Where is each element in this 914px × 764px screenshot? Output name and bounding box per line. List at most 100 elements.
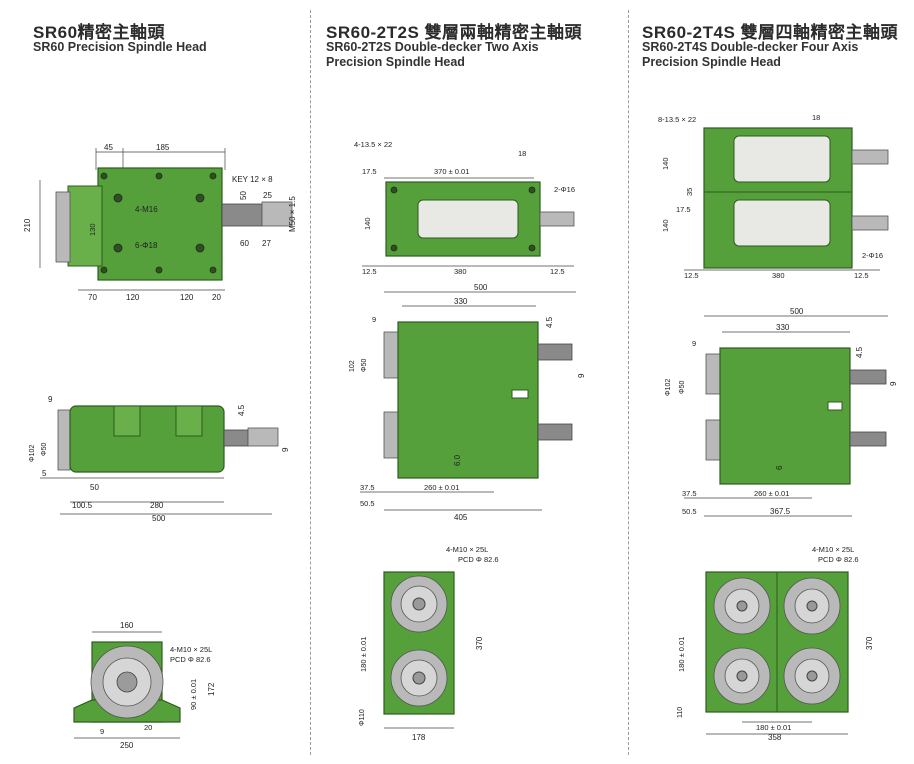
sr60-dim-6phi18: 6-Φ18 [135,241,158,250]
2t4s-side-9r: 9 [889,381,898,386]
sr60-side-9: 9 [48,395,53,404]
sr60-end-20: 20 [144,723,152,732]
2t4s-side-375: 37.5 [682,489,697,498]
2t2s-side-330: 330 [454,297,468,306]
sr60-top-view: 45 185 210 130 KEY 12 × 8 4-M16 6-Φ18 50… [23,143,297,302]
2t2s-end-110: Φ110 [359,709,366,726]
2t2s-side-102: 102 [349,360,356,372]
sr60-side-1005: 100.5 [72,501,93,510]
2t2s-top-370: 370 ± 0.01 [434,167,469,176]
2t2s-end-370: 370 [475,636,484,650]
title-zh-2t2s: SR60-2T2S 雙層兩軸精密主軸頭 [326,23,583,42]
2t4s-side-260: 260 ± 0.01 [754,489,789,498]
2t4s-side-phi102: Φ102 [665,379,672,396]
2t4s-end-m10: 4-M10 × 25L [812,545,854,554]
2t2s-top-18: 18 [518,149,526,158]
sr60-side-phi50: Φ50 [41,443,48,456]
2t4s-top-125b: 12.5 [854,271,869,280]
2t4s-top-18: 18 [812,113,820,122]
title-zh-2t4s: SR60-2T4S 雙層四軸精密主軸頭 [642,23,899,42]
2t4s-top-2phi16: 2-Φ16 [862,251,883,260]
2t4s-end-view: 4-M10 × 25L PCD Φ 82.6 180 ± 0.01 370 11… [677,545,874,740]
2t4s-side-6: 6 [775,465,784,470]
2t2s-end-view: 4-M10 × 25L PCD Φ 82.6 180 ± 0.01 370 Φ1… [359,545,499,740]
2t2s-end-178: 178 [412,733,426,740]
2t4s-top-813: 8-13.5 × 22 [658,115,696,124]
sr60-dim-m50: M50 × 1.5 [288,196,297,232]
sr60-dim-70: 70 [88,293,97,302]
2t4s-side-330: 330 [776,323,790,332]
sr60-end-250: 250 [120,741,134,750]
title-en-2t2s-2: Precision Spindle Head [326,55,465,69]
2t4s-top-35: 35 [685,188,694,196]
2t4s-end-358: 358 [768,733,782,740]
2t2s-side-60: 6.0 [453,454,462,466]
2t4s-end-370: 370 [865,636,874,650]
2t4s-end-180v: 180 ± 0.01 [677,637,686,672]
2t4s-side-500: 500 [790,307,804,316]
2t4s-end-110: 110 [677,707,684,718]
title-en-2t2s-1: SR60-2T2S Double-decker Two Axis [326,40,539,54]
sr60-dim-25: 25 [263,191,272,200]
sr60-dim-4m16: 4-M16 [135,205,158,214]
2t4s-side-view: 500 330 9 4.5 Φ102 Φ50 9 6 37.5 260 ± 0.… [665,307,898,517]
2t4s-top-view: 8-13.5 × 22 18 140 35 17.5 140 2-Φ16 12.… [658,113,889,280]
sr60-end-view: 160 4-M10 × 25L PCD Φ 82.6 172 90 ± 0.01… [73,621,216,750]
2t2s-end-pcd: PCD Φ 82.6 [458,555,499,564]
2t2s-top-125b: 12.5 [550,267,565,276]
sr60-end-m10: 4-M10 × 25L [170,645,212,654]
2t2s-end-m10: 4-M10 × 25L [446,545,488,554]
sr60-dim-130: 130 [88,223,97,236]
sr60-dim-20: 20 [212,293,221,302]
sr60-dim-50: 50 [239,191,248,200]
divider-1 [310,10,311,755]
sr60-dim-27: 27 [262,239,271,248]
column-sr60: SR60精密主軸頭 SR60 Precision Spindle Head 45… [0,0,300,764]
sr60-end-90: 90 ± 0.01 [189,679,198,710]
2t2s-side-500: 500 [474,283,488,292]
2t4s-top-125a: 12.5 [684,271,699,280]
2t2s-side-505: 50.5 [360,499,375,508]
column-sr60-2t2s: SR60-2T2S 雙層兩軸精密主軸頭 SR60-2T2S Double-dec… [314,0,614,764]
2t4s-end-180h: 180 ± 0.01 [756,723,791,732]
sr60-side-5: 5 [42,469,47,478]
2t4s-side-45: 4.5 [855,346,864,358]
sr60-side-50: 50 [90,483,99,492]
title-en-2t4s-2: Precision Spindle Head [642,55,781,69]
2t2s-top-380: 380 [454,267,467,276]
sr60-dim-60: 60 [240,239,249,248]
title-zh-sr60: SR60精密主軸頭 [33,23,166,42]
sr60-dim-210: 210 [23,218,32,232]
2t2s-side-375: 37.5 [360,483,375,492]
sr60-dim-120a: 120 [126,293,140,302]
2t2s-side-9: 9 [372,315,376,324]
title-en-sr60: SR60 Precision Spindle Head [33,40,207,54]
2t2s-side-45: 4.5 [545,316,554,328]
2t2s-side-view: 500 330 9 4.5 102 Φ50 9 6.0 37.5 260 ± 0… [349,283,586,522]
2t2s-top-2phi16: 2-Φ16 [554,185,575,194]
2t2s-top-175: 17.5 [362,167,377,176]
sr60-side-phi102: Φ102 [29,445,36,462]
sr60-side-9r: 9 [281,447,290,452]
sr60-side-280: 280 [150,501,164,510]
sr60-dim-120b: 120 [180,293,194,302]
2t4s-top-140a: 140 [661,157,670,170]
sr60-side-45: 4.5 [237,404,246,416]
2t2s-top-view: 4-13.5 × 22 18 17.5 370 ± 0.01 2-Φ16 140… [354,140,575,276]
2t4s-side-9: 9 [692,339,696,348]
2t4s-side-3675: 367.5 [770,507,791,516]
2t2s-side-405: 405 [454,513,468,522]
2t4s-end-pcd: PCD Φ 82.6 [818,555,859,564]
2t2s-side-260: 260 ± 0.01 [424,483,459,492]
sr60-side-500: 500 [152,514,166,523]
2t4s-top-175: 17.5 [676,205,691,214]
sr60-end-160: 160 [120,621,134,630]
2t4s-top-380: 380 [772,271,785,280]
2t4s-top-140b: 140 [661,219,670,232]
sr60-side-view: 9 4.5 Φ102 Φ50 9 5 50 100.5 280 500 [29,395,290,523]
title-en-2t4s-1: SR60-2T4S Double-decker Four Axis [642,40,859,54]
sr60-end-pcd: PCD Φ 82.6 [170,655,211,664]
2t4s-side-phi50: Φ50 [679,381,686,394]
2t2s-end-180: 180 ± 0.01 [359,637,368,672]
sr60-dim-key: KEY 12 × 8 [232,175,273,184]
